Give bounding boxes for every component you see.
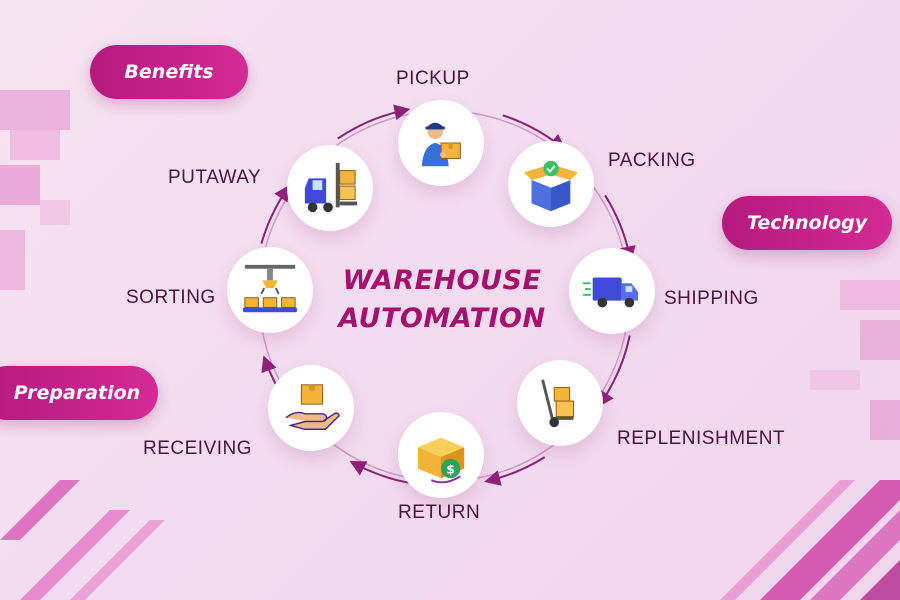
- title-line-2: AUTOMATION: [338, 303, 546, 334]
- benefits-pill[interactable]: Benefits: [90, 45, 248, 99]
- technology-pill[interactable]: Technology: [722, 196, 892, 250]
- box-dollar-return-icon: $: [417, 437, 465, 484]
- hand-truck-icon: [541, 379, 575, 428]
- step-label-packing: PACKING: [608, 150, 696, 171]
- step-label-putaway: PUTAWAY: [168, 167, 262, 188]
- packing-node[interactable]: [508, 141, 594, 227]
- open-box-check-icon: [523, 160, 579, 212]
- pickup-node[interactable]: [398, 100, 484, 186]
- cycle-arrow: [260, 184, 290, 244]
- step-label-return: RETURN: [398, 502, 481, 523]
- replenishment-node[interactable]: [517, 360, 603, 446]
- cycle-arrow: [337, 104, 411, 140]
- worker-carrying-box-icon: [421, 122, 461, 167]
- cycle-arrow: [598, 335, 631, 408]
- hand-receiving-box-icon: [285, 384, 340, 430]
- sorting-node[interactable]: [227, 247, 313, 333]
- step-label-pickup: PICKUP: [396, 68, 470, 89]
- step-label-shipping: SHIPPING: [664, 288, 759, 309]
- shipping-node[interactable]: [569, 248, 655, 334]
- receiving-node[interactable]: [268, 365, 354, 451]
- delivery-truck-icon: [583, 277, 639, 308]
- cycle-arrow: [484, 456, 546, 486]
- putaway-node[interactable]: [287, 145, 373, 231]
- center-title: WAREHOUSE AUTOMATION: [322, 262, 562, 338]
- forklift-icon: [304, 162, 358, 213]
- return-node[interactable]: $: [398, 412, 484, 498]
- step-label-sorting: SORTING: [126, 287, 216, 308]
- step-label-receiving: RECEIVING: [143, 438, 253, 459]
- svg-text:$: $: [446, 461, 455, 476]
- robotic-arm-conveyor-icon: [242, 264, 298, 313]
- preparation-pill[interactable]: Preparation: [0, 366, 158, 420]
- step-label-replenishment: REPLENISHMENT: [617, 428, 786, 449]
- title-line-1: WAREHOUSE: [342, 265, 542, 296]
